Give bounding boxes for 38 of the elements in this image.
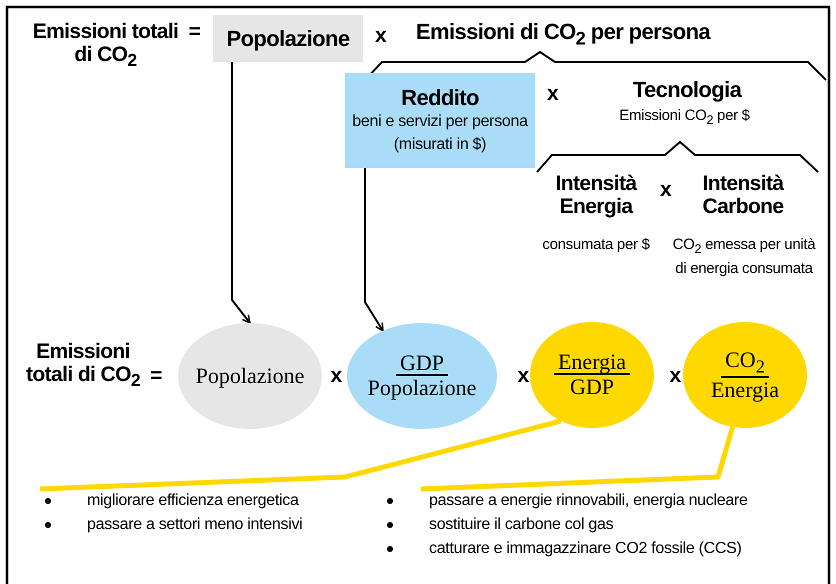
operator: x [329,364,343,388]
denominator: Energia [710,378,779,402]
operator: x [658,178,672,202]
factor-title: Popolazione [226,26,350,52]
bullet-text: passare a energie rinnovabili, energia nucleare [429,492,748,510]
factor-label: Popolazione [196,363,304,389]
operator: x [374,24,388,48]
factor-description: CO$_{2}$ emessa per unità di energia consumata [672,235,817,280]
factor-description: beni e servizi per persona (misurati in $) [351,112,529,156]
factor-description: consumata per $ [541,235,651,255]
factor-title: Reddito [401,84,479,110]
operator: x [546,82,560,106]
factor-title: Intensità Carbone [702,172,786,218]
equation-term: Emissioni di CO$_{2}$ per persona [414,20,712,49]
numerator: CO$_{2}$ [721,348,769,378]
numerator: GDP [396,351,448,376]
equation-term: Emissioni totali di CO$_{2}$ [32,20,180,71]
arrow [364,168,384,332]
operator: = [188,20,202,44]
equation-term: Emissioni totali di CO$_{2}$ [25,340,141,391]
numerator: Energia [554,350,630,376]
factor-title: Tecnologia [632,78,743,102]
bullet-text: passare a settori meno intensivi [87,516,302,534]
factor-description: Emissioni CO$_{2}$ per $ [618,108,751,128]
leader-line [40,418,562,492]
operator: = [149,364,163,388]
arrow [231,62,251,324]
factor-box [213,15,363,62]
leader-line [420,426,735,492]
operator: x [668,364,682,388]
bullet-text: sostituire il carbone col gas [429,516,614,534]
operator: x [516,364,530,388]
factor-box [345,73,535,168]
bullet-text: migliorare efficienza energetica [87,492,299,510]
denominator: Popolazione [368,376,476,401]
bullet-text: catturare e immagazzinare CO2 fossile (CCS) [429,540,742,558]
denominator: GDP [570,375,614,400]
factor-title: Intensità Energia [554,172,638,218]
